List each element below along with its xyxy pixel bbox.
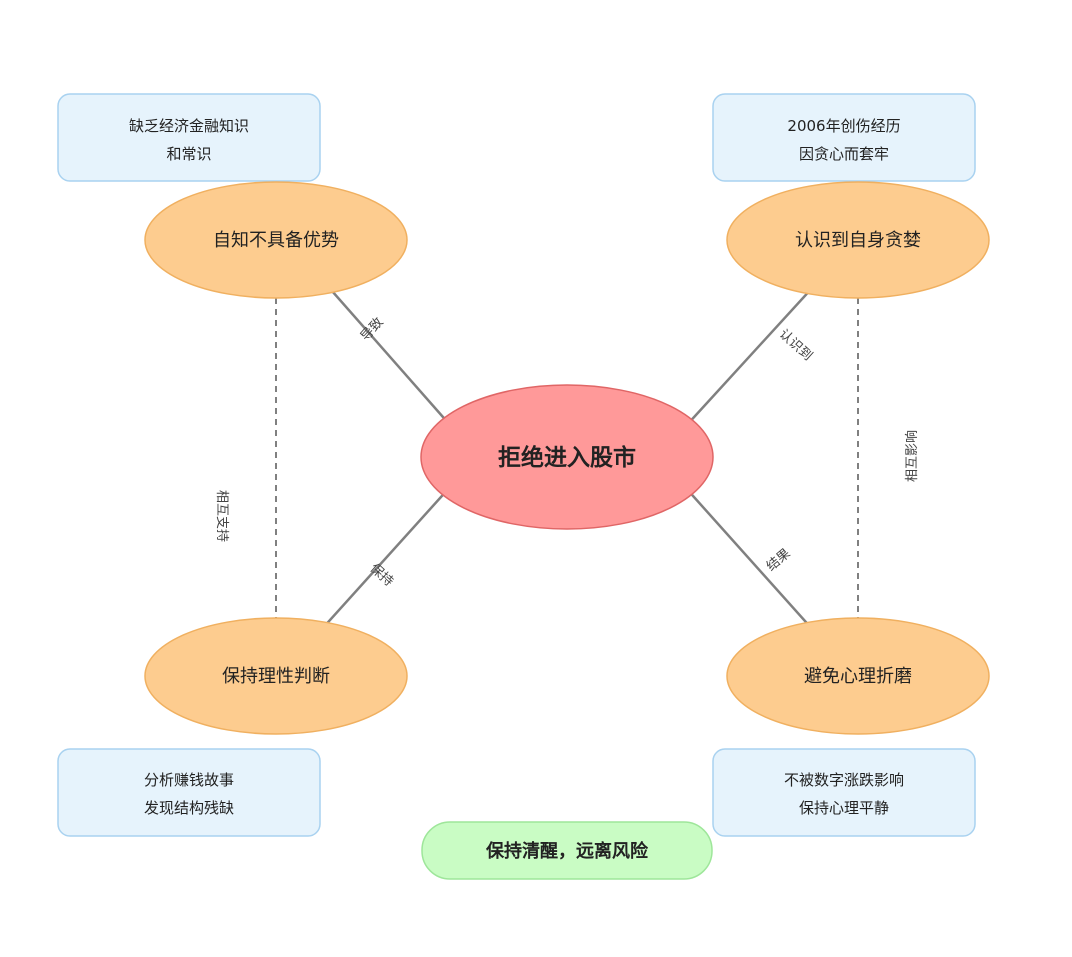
arrow-to-bottom-right (684, 486, 823, 641)
center-node-label: 拒绝进入股市 (498, 444, 636, 471)
edge-label-right-link: 相互影响 (904, 430, 920, 482)
footer-label: 保持清醒，远离风险 (485, 840, 649, 862)
edge-label-to-bottom-left: 保持 (367, 561, 396, 590)
node-top-left: 自知不具备优势 (144, 181, 408, 299)
center-node: 拒绝进入股市 (420, 384, 714, 530)
note-top-left-line1: 缺乏经济金融知识 (129, 117, 249, 135)
arrow-to-top-right (684, 274, 825, 428)
note-bottom-right: 不被数字涨跌影响 保持心理平静 (712, 748, 976, 837)
note-bottom-left-line2: 发现结构残缺 (144, 799, 234, 817)
note-bottom-right-line1: 不被数字涨跌影响 (784, 771, 904, 789)
note-bottom-right-line2: 保持心理平静 (799, 799, 889, 817)
note-top-right-line1: 2006年创伤经历 (787, 117, 900, 135)
edge-label-left-link: 相互支持 (214, 490, 229, 542)
node-top-right-label: 认识到自身贪婪 (795, 230, 921, 251)
footer-pill: 保持清醒，远离风险 (421, 821, 713, 880)
edge-label-to-top-left: 导致 (358, 315, 387, 344)
node-bottom-left: 保持理性判断 (144, 617, 408, 735)
note-top-left-line2: 和常识 (166, 145, 211, 163)
node-bottom-left-label: 保持理性判断 (222, 666, 330, 687)
note-top-right: 2006年创伤经历 因贪心而套牢 (712, 93, 976, 182)
note-bottom-left: 分析赚钱故事 发现结构残缺 (57, 748, 321, 837)
edge-label-to-top-right: 认识到 (776, 327, 815, 364)
node-bottom-right: 避免心理折磨 (726, 617, 990, 735)
note-bottom-left-line1: 分析赚钱故事 (144, 771, 234, 789)
node-top-left-label: 自知不具备优势 (213, 230, 339, 251)
note-top-right-line2: 因贪心而套牢 (799, 145, 889, 163)
node-top-right: 认识到自身贪婪 (726, 181, 990, 299)
edge-label-to-bottom-right: 结果 (764, 546, 794, 574)
arrow-to-bottom-left (311, 486, 451, 641)
note-top-left: 缺乏经济金融知识 和常识 (57, 93, 321, 182)
node-bottom-right-label: 避免心理折磨 (804, 666, 912, 687)
